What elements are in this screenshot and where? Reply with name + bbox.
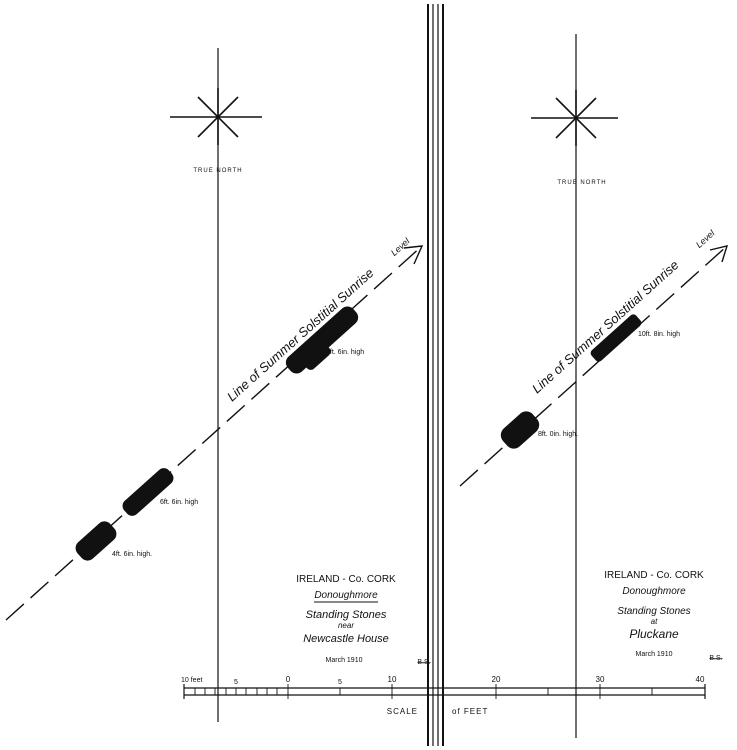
right-arrowhead-icon <box>709 245 729 263</box>
left-title-line1: IRELAND - Co. CORK <box>296 574 396 585</box>
left-title-line4: near <box>338 621 354 630</box>
right-sunrise-line <box>459 245 728 487</box>
left-title-date: March 1910 <box>326 657 363 664</box>
right-title-initials: B.S. <box>709 655 722 662</box>
left-level-label: Level <box>389 235 412 257</box>
scale-tick-label-6: 30 <box>596 675 605 684</box>
right-level-label: Level <box>694 227 717 249</box>
right-title-line1: IRELAND - Co. CORK <box>604 570 704 581</box>
right-title-date: March 1910 <box>636 651 673 658</box>
scale-tick-label-7: 40 <box>696 675 705 684</box>
left-arrowhead-icon <box>403 245 424 265</box>
left-title-line3: Standing Stones <box>306 609 387 621</box>
left-compass-star-icon <box>170 88 262 145</box>
scale-left-end-label: 10 feet <box>181 677 202 684</box>
right-stone-2 <box>500 411 540 449</box>
center-divider <box>427 4 444 746</box>
scale-tick-label-1: 5 <box>234 679 238 686</box>
scale-tick-label-3: 5 <box>338 679 342 686</box>
left-stone-1-label: 8ft. 6in. high <box>326 349 364 356</box>
left-line-label: Line of Summer Solstitial Sunrise <box>224 265 377 404</box>
left-stone-1 <box>285 306 359 374</box>
scale-tick-label-4: 10 <box>388 675 397 684</box>
left-sunrise-line <box>5 245 423 621</box>
right-compass-star-icon <box>531 90 618 146</box>
right-stone-1-label: 10ft. 8in. high <box>638 331 680 338</box>
right-title-line4: at <box>651 617 658 626</box>
right-true-north-label: TRUE NORTH <box>557 180 606 186</box>
left-true-north-label: TRUE NORTH <box>193 168 242 174</box>
right-stone-2-label: 8ft. 0in. high. <box>538 431 578 438</box>
scale-bar <box>183 684 706 699</box>
scale-tick-label-2: 0 <box>286 675 291 684</box>
scale-tick-label-5: 20 <box>492 675 501 684</box>
left-title-line5: Newcastle House <box>303 633 389 645</box>
scale-title-right: of FEET <box>452 707 488 716</box>
left-stone-3 <box>75 521 117 561</box>
right-title-line2: Donoughmore <box>622 586 686 597</box>
scale-title-left: SCALE <box>387 707 418 716</box>
left-title-initials: B.S. <box>417 659 430 666</box>
left-stone-3-label: 4ft. 6in. high. <box>112 551 152 558</box>
left-stone-2 <box>122 468 174 516</box>
right-title-line3: Standing Stones <box>617 606 690 617</box>
left-title-line2: Donoughmore <box>314 590 378 601</box>
right-stone-1 <box>590 314 642 362</box>
left-stone-2-label: 6ft. 6in. high <box>160 499 198 506</box>
right-line-label: Line of Summer Solstitial Sunrise <box>529 257 682 396</box>
right-title-line5: Pluckane <box>629 627 679 641</box>
